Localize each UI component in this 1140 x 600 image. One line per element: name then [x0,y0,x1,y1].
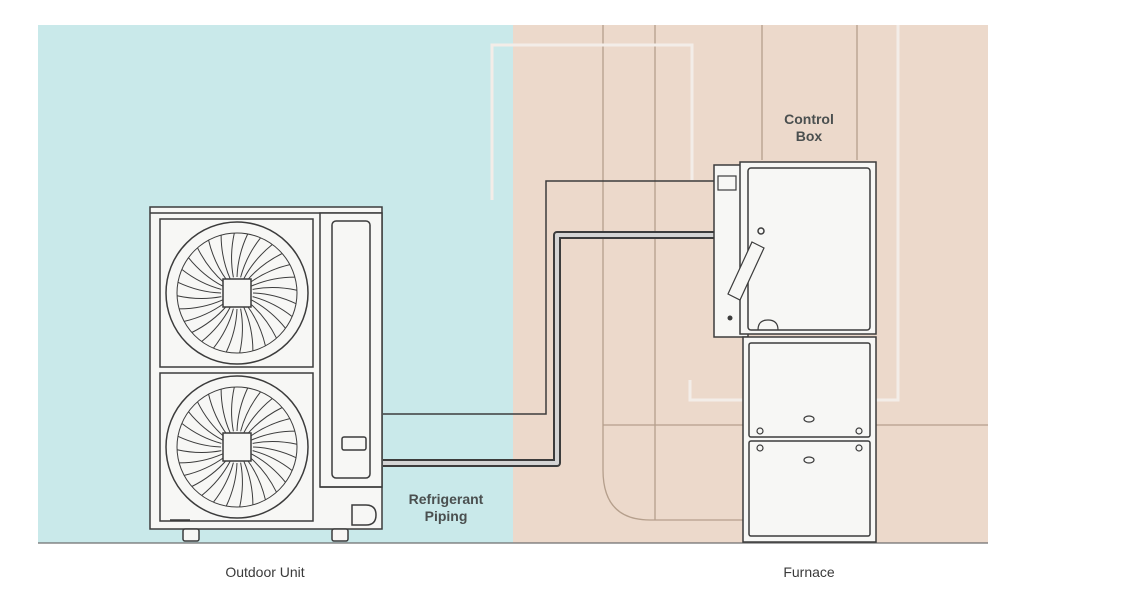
fan-blade [213,308,234,349]
fan-blade [249,302,277,339]
fan-blade [249,418,290,438]
fan-blade [243,461,254,505]
fan-blade [188,411,223,441]
fan-blade [208,394,228,435]
fan-blade [213,462,234,503]
fan-blade [220,235,231,279]
fan-lower [165,375,309,519]
control-label-line2: Box [795,128,823,144]
fan-blade [188,257,223,287]
fan-blade [201,461,231,496]
fan-blade [251,453,286,483]
fan-blade [251,299,286,329]
fan-blade [197,401,225,438]
fan-blade [252,446,297,459]
fan-blade [246,407,283,435]
fan-blade [236,233,249,278]
fan-blade [231,232,235,278]
fan-blade [181,423,222,444]
fan-blade [240,237,261,278]
fan-blade [176,449,222,453]
fan-blade [191,305,228,333]
fan-blade [252,287,298,291]
fan-blade [243,244,273,279]
fan-blade [252,450,293,471]
fan-blade [177,281,222,294]
furnace-upper [727,161,877,335]
fan-blade [179,299,223,310]
fan-blade [240,391,261,432]
fan-blade [252,296,293,317]
service-panel-handle [341,436,367,451]
fan-blade [225,462,238,507]
fan-blade [246,459,266,500]
fan-blade [231,386,235,432]
fan-blade [252,441,298,445]
fan-blade [243,307,254,351]
fan-blade [208,240,228,281]
fan-blade [220,389,231,433]
fan-blade [246,305,266,346]
fan-blade [243,398,273,433]
fan-blade [236,387,249,432]
refrigerant-pipe [383,231,714,467]
outdoor-unit-label: Outdoor Unit [225,564,305,580]
fan-blade [251,276,295,287]
fan-blade [184,302,225,322]
fan-blade [176,295,222,299]
indoor-structure-lines [602,25,988,521]
control-wire [383,180,714,415]
fan-blade [239,308,243,354]
refrigerant-piping-label: Refrigerant Piping [396,491,496,525]
fan-blade [179,453,223,464]
furnace [742,336,877,543]
refrigerant-label-line2: Piping [424,508,468,524]
furnace-label: Furnace [783,564,835,580]
fan-blade [197,247,225,284]
fan-blade [252,292,297,305]
outdoor-unit [149,206,383,542]
fan-blade [246,253,283,281]
fan-blade [251,430,295,441]
fan-blade [249,456,277,493]
fan-blade [201,307,231,342]
fan-blade [239,462,243,508]
control-label-line1: Control [784,111,834,127]
refrigerant-label-line1: Refrigerant [408,491,484,507]
fan-blade [177,435,222,448]
fan-blade [249,264,290,284]
fan-blade [181,269,222,290]
fan-upper [165,221,309,365]
fan-blade [184,456,225,476]
fan-blade [191,459,228,487]
fan-blade [225,308,238,353]
control-box-label: Control Box [772,111,846,145]
